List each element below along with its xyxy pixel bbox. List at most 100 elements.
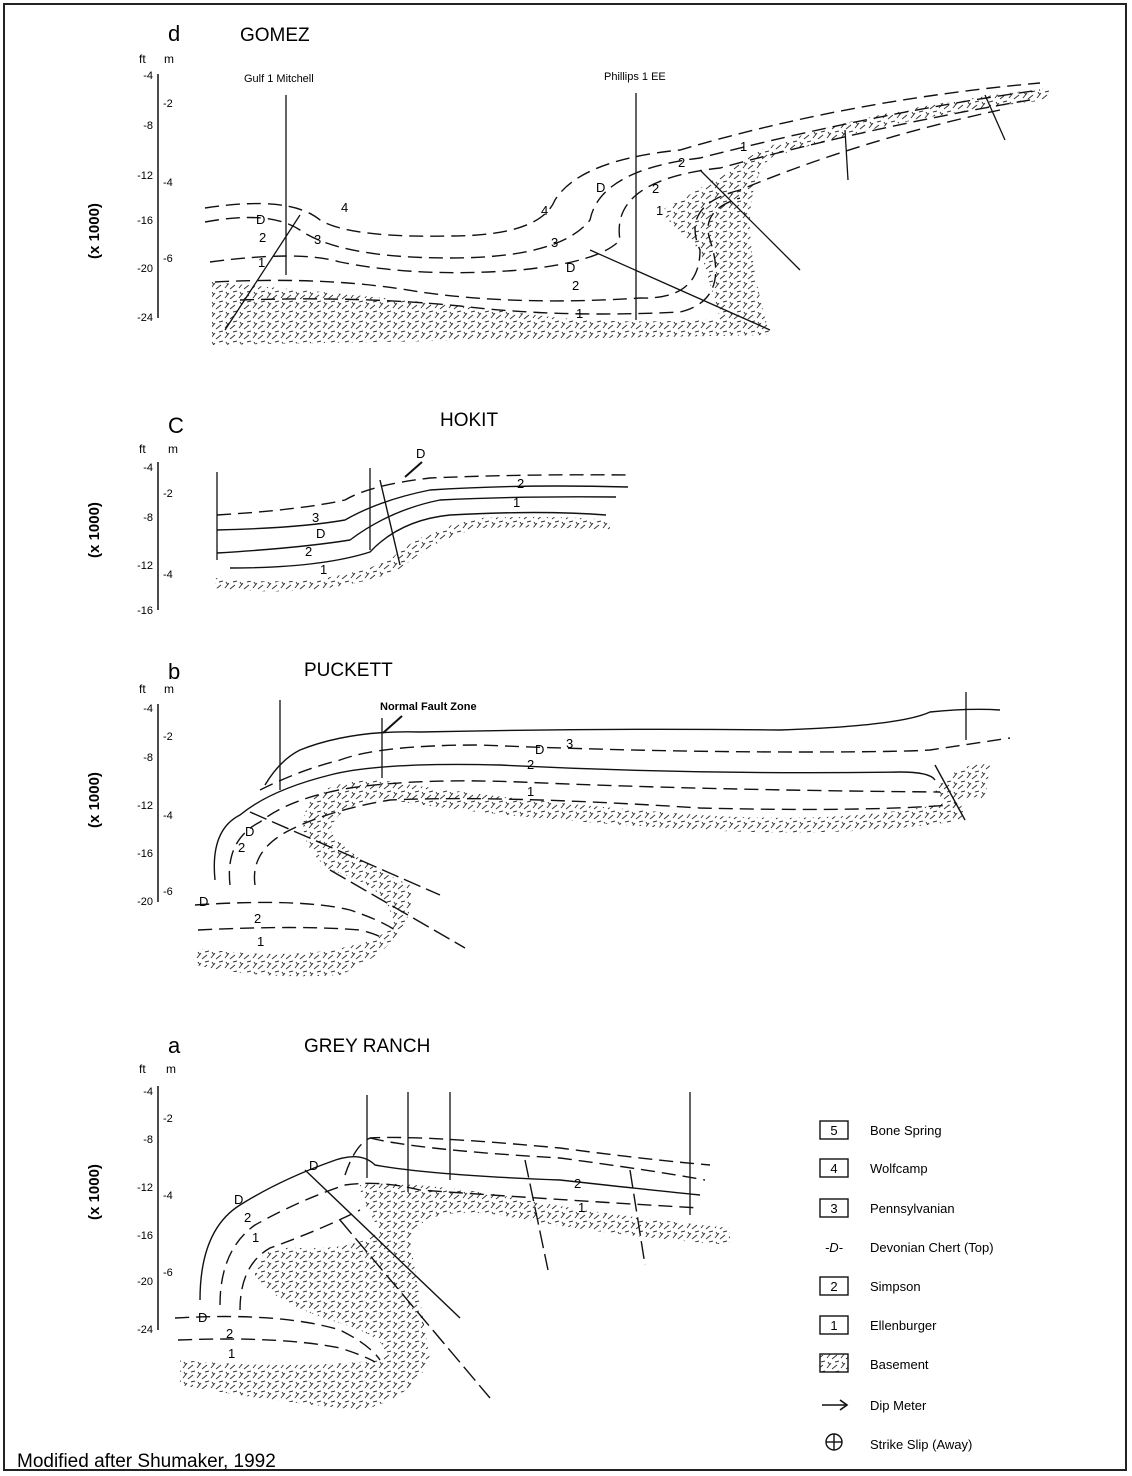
panel-title: GOMEZ — [240, 25, 310, 46]
arrow-right-icon — [822, 1400, 847, 1410]
legend-item-bone-spring: 5 Bone Spring — [820, 1121, 942, 1139]
legend-key: 5 — [830, 1123, 837, 1138]
ft-tick: -20 — [137, 896, 153, 908]
panel-hokit: C HOKIT ft m (x 1000) -4 -8 -12 -16 -2 -… — [86, 410, 628, 617]
layer-label: D — [566, 260, 575, 275]
unit-m: m — [166, 1062, 176, 1076]
horizon-3 — [210, 100, 1030, 273]
ft-tick: -8 — [143, 1134, 153, 1146]
layer-label: 3 — [314, 232, 321, 247]
layer-label: 3 — [551, 235, 558, 250]
legend-label: Bone Spring — [870, 1123, 942, 1138]
ft-tick: -20 — [137, 263, 153, 275]
ft-tick: -12 — [137, 800, 153, 812]
legend-label: Pennsylvanian — [870, 1201, 955, 1216]
well-label: Gulf 1 Mitchell — [244, 73, 314, 85]
legend-label: Wolfcamp — [870, 1161, 928, 1176]
m-tick: -2 — [163, 98, 173, 110]
panel-title: HOKIT — [440, 410, 498, 431]
m-tick: -6 — [163, 1267, 173, 1279]
layer-label: 2 — [517, 476, 524, 491]
ft-tick: -8 — [143, 752, 153, 764]
panel-gomez: d GOMEZ ft m (x 1000) -4 -8 -12 -16 -20 … — [86, 21, 1050, 345]
legend-key-box — [820, 1354, 848, 1372]
unit-ft: ft — [139, 682, 146, 696]
layer-label: 1 — [527, 784, 534, 799]
legend-item-basement: Basement — [820, 1354, 929, 1372]
ft-tick: -4 — [143, 1086, 153, 1098]
m-tick: -6 — [163, 253, 173, 265]
layer-label: 4 — [341, 200, 348, 215]
layer-label: D — [199, 894, 208, 909]
legend-item-devonian-chert: -D- Devonian Chert (Top) — [825, 1240, 994, 1255]
layer-label: 2 — [244, 1210, 251, 1225]
legend-label: Ellenburger — [870, 1318, 937, 1333]
layer-label: D — [234, 1192, 243, 1207]
panel-title: PUCKETT — [304, 660, 393, 681]
horizon-2-lower — [178, 1339, 375, 1362]
layer-label: 2 — [305, 544, 312, 559]
ft-tick: -4 — [143, 703, 153, 715]
unit-m: m — [168, 442, 178, 456]
m-tick: -4 — [163, 569, 173, 581]
horizon-3 — [217, 475, 628, 515]
ft-tick: -4 — [143, 70, 153, 82]
layer-label: 1 — [252, 1230, 259, 1245]
fault-line — [380, 480, 400, 565]
layer-label: 2 — [572, 278, 579, 293]
callout-arrow — [383, 716, 402, 733]
layer-label: 3 — [312, 510, 319, 525]
callout-label: D — [416, 446, 425, 461]
layer-label: 4 — [541, 203, 548, 218]
ft-tick: -12 — [137, 170, 153, 182]
legend-label: Strike Slip (Away) — [870, 1437, 972, 1452]
ft-tick: -16 — [137, 1230, 153, 1242]
ft-tick: -8 — [143, 120, 153, 132]
legend-item-simpson: 2 Simpson — [820, 1277, 921, 1295]
legend: 5 Bone Spring 4 Wolfcamp 3 Pennsylvanian… — [820, 1121, 994, 1452]
m-tick: -4 — [163, 1190, 173, 1202]
m-tick: -2 — [163, 1113, 173, 1125]
layer-label: 1 — [578, 1200, 585, 1215]
layer-label: 1 — [228, 1346, 235, 1361]
ft-tick: -20 — [137, 1276, 153, 1288]
credit-text: Modified after Shumaker, 1992 — [17, 1451, 276, 1472]
unit-ft: ft — [139, 442, 146, 456]
layer-label: D — [198, 1310, 207, 1325]
well-label: Phillips 1 EE — [604, 71, 666, 83]
horizon-2 — [215, 110, 1000, 301]
layer-label: 1 — [513, 495, 520, 510]
layer-label: 1 — [576, 306, 583, 321]
legend-label: Dip Meter — [870, 1398, 927, 1413]
ft-tick: -16 — [137, 605, 153, 617]
layer-label: 1 — [656, 203, 663, 218]
legend-item-ellenburger: 1 Ellenburger — [820, 1316, 937, 1334]
layer-label: 2 — [259, 230, 266, 245]
legend-item-dip-meter: Dip Meter — [822, 1398, 927, 1413]
legend-label: Devonian Chert (Top) — [870, 1240, 994, 1255]
panel-title: GREY RANCH — [304, 1036, 430, 1057]
layer-label: 2 — [254, 911, 261, 926]
fault-line — [845, 130, 848, 180]
ft-tick: -4 — [143, 462, 153, 474]
panel-letter: a — [168, 1033, 181, 1058]
circle-plus-icon — [826, 1434, 842, 1450]
horizon-D — [370, 1138, 705, 1180]
basement-hatch — [180, 1184, 730, 1410]
panel-grey-ranch: a GREY RANCH ft m (x 1000) -4 -8 -12 -16… — [86, 1033, 730, 1410]
layer-label: 1 — [257, 934, 264, 949]
layer-label: D — [245, 824, 254, 839]
ft-tick: -24 — [137, 1324, 153, 1336]
panel-letter: C — [168, 413, 184, 438]
callout-arrow — [405, 462, 422, 477]
horizon-D-lower — [195, 902, 395, 930]
layer-label: 2 — [652, 181, 659, 196]
legend-label: Simpson — [870, 1279, 921, 1294]
unit-m: m — [164, 52, 174, 66]
panel-puckett: b PUCKETT ft m (x 1000) -4 -8 -12 -16 -2… — [86, 659, 1010, 976]
axis-scale-label: (x 1000) — [86, 1164, 103, 1220]
layer-label: D — [316, 526, 325, 541]
layer-label: 2 — [678, 155, 685, 170]
legend-label: Basement — [870, 1357, 929, 1372]
